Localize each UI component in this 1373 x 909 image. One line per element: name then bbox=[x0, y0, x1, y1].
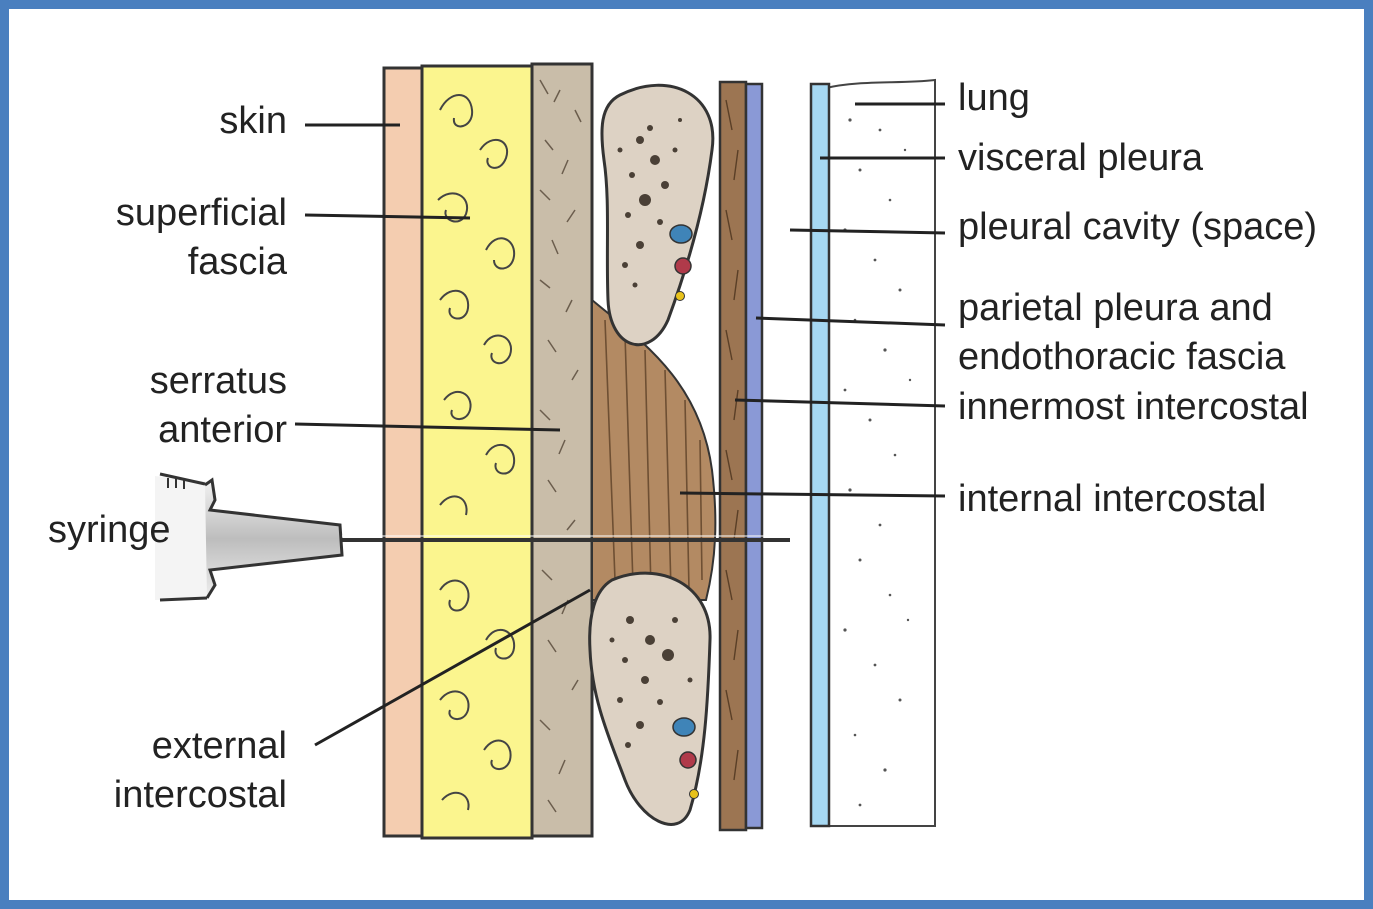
label-serratus-line2: anterior bbox=[150, 406, 287, 455]
label-parietal-line1: parietal pleura and bbox=[958, 284, 1285, 333]
label-external-line1: external bbox=[114, 722, 287, 771]
label-pleural-cavity: pleural cavity (space) bbox=[958, 203, 1317, 252]
label-skin: skin bbox=[219, 97, 287, 146]
label-visceral-pleura: visceral pleura bbox=[958, 134, 1203, 183]
lung bbox=[826, 80, 935, 826]
visceral-pleura bbox=[811, 84, 829, 826]
upper-rib bbox=[602, 85, 713, 344]
label-superficial-fascia-line2: fascia bbox=[116, 238, 287, 287]
label-superficial-fascia-line1: superficial bbox=[116, 189, 287, 238]
label-lung: lung bbox=[958, 74, 1030, 123]
superficial-fascia-layer bbox=[422, 66, 532, 838]
innermost-intercostal-muscle bbox=[720, 82, 746, 830]
skin-layer bbox=[384, 68, 422, 836]
label-superficial-fascia: superficial fascia bbox=[116, 189, 287, 286]
label-external-line2: intercostal bbox=[114, 771, 287, 820]
label-external-intercostal: external intercostal bbox=[114, 722, 287, 819]
serratus-anterior-layer bbox=[532, 64, 592, 836]
label-internal-intercostal: internal intercostal bbox=[958, 475, 1266, 524]
parietal-pleura bbox=[746, 84, 762, 828]
label-syringe: syringe bbox=[48, 506, 171, 555]
label-serratus-line1: serratus bbox=[150, 357, 287, 406]
label-innermost-intercostal: innermost intercostal bbox=[958, 383, 1309, 432]
lower-rib bbox=[590, 573, 710, 824]
label-serratus-anterior: serratus anterior bbox=[150, 357, 287, 454]
internal-intercostal-muscle bbox=[592, 300, 715, 600]
label-parietal-pleura: parietal pleura and endothoracic fascia bbox=[958, 284, 1285, 381]
label-parietal-line2: endothoracic fascia bbox=[958, 333, 1285, 382]
